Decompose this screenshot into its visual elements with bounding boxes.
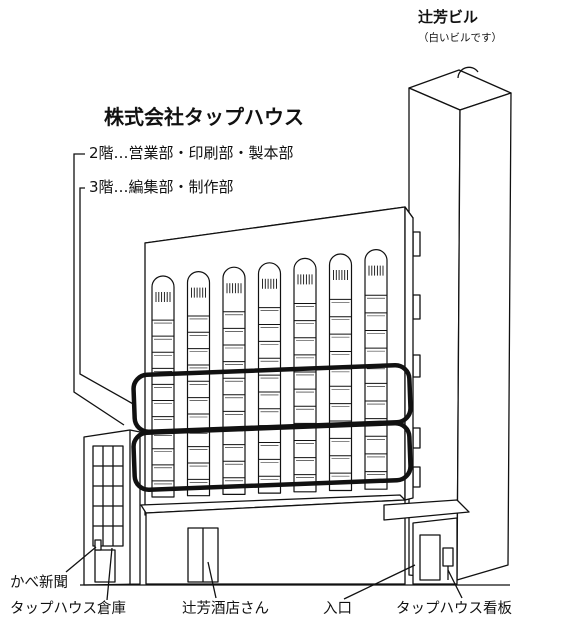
- window-column: [328, 253, 353, 492]
- kabe-shinbun-label: かべ新聞: [10, 575, 68, 591]
- building-note: （白いビルです）: [418, 32, 502, 44]
- souko-label: タップハウス倉庫: [10, 601, 126, 617]
- iriguchi-label: 入口: [323, 601, 352, 617]
- kanban-label: タップハウス看板: [396, 601, 512, 617]
- souko-leader: [106, 547, 113, 601]
- tappuhausu-kanban-sign: [442, 547, 454, 567]
- window-column: [257, 262, 282, 494]
- sakaten-leader: [207, 561, 217, 599]
- window-column: [293, 257, 317, 493]
- entrance: [383, 499, 470, 585]
- window-columns: [151, 249, 388, 498]
- sakaten-label: 辻芳酒店さん: [182, 601, 269, 617]
- window-column: [364, 249, 388, 490]
- ground-floor-shop: [140, 494, 406, 585]
- kabe-shinbun-board: [94, 539, 102, 551]
- company-name: 株式会社タップハウス: [104, 105, 304, 129]
- window-column: [151, 275, 175, 498]
- kabe-leader: [65, 546, 97, 573]
- window-column: [222, 266, 246, 495]
- kanban-leader: [447, 569, 463, 599]
- iriguchi-leader: [343, 564, 416, 600]
- floor3-label: 3階…編集部・制作部: [89, 178, 234, 196]
- warehouse: [83, 429, 141, 586]
- window-column: [186, 271, 211, 497]
- building-name: 辻芳ビル: [418, 8, 479, 26]
- tall-tower: [408, 66, 512, 581]
- floor3-leader: [79, 187, 136, 406]
- floor2-label: 2階…営業部・印刷部・製本部: [89, 144, 294, 162]
- floor2-highlight: [131, 421, 413, 492]
- floor2-leader: [73, 153, 125, 426]
